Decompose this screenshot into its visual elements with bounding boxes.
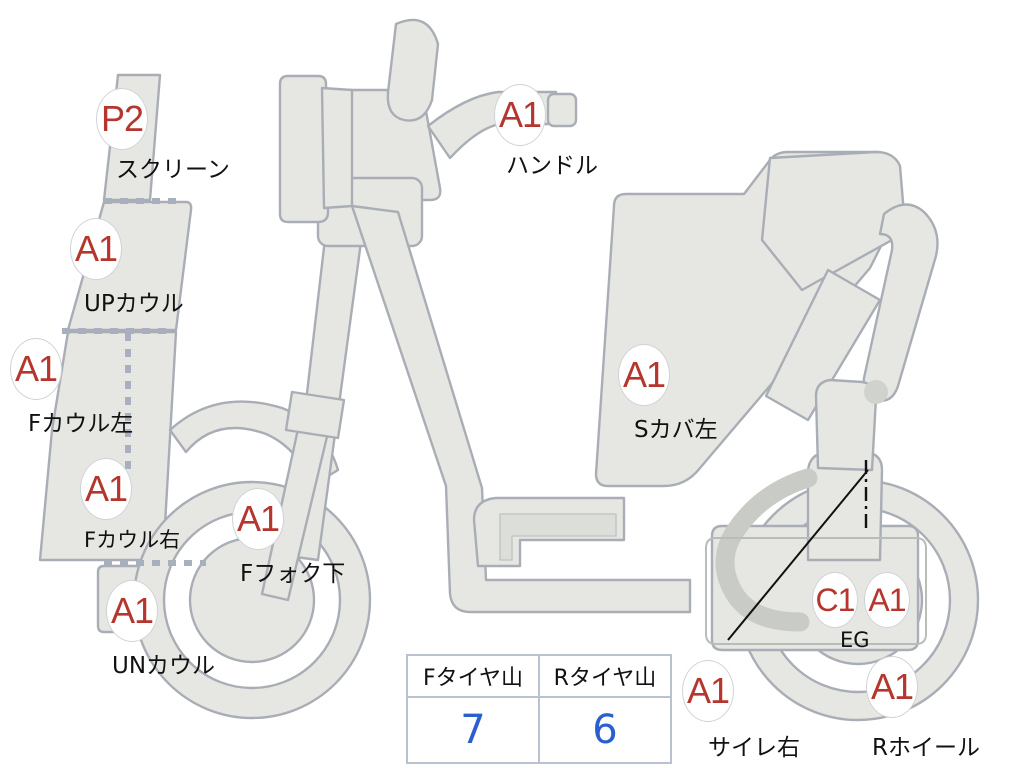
- caption-un-cowl: UNカウル: [112, 653, 216, 679]
- caption-f-fork-low: Fフォク下: [240, 561, 346, 587]
- caption-f-cowl-right: Fカウル右: [84, 528, 181, 552]
- mirror: [386, 18, 440, 122]
- tyre-table-value-front: 7: [406, 696, 540, 764]
- caption-screen: スクリーン: [116, 157, 230, 183]
- tyre-table-value-row: 7 6: [406, 696, 672, 764]
- marker-silencer-right[interactable]: A1: [682, 660, 734, 722]
- marker-handle[interactable]: A1: [494, 84, 546, 146]
- headlight-front: [278, 74, 330, 224]
- caption-s-cover-left: Sカバ左: [634, 417, 718, 443]
- leader-line-silencer: [727, 469, 869, 641]
- caption-silencer-right: サイレ右: [708, 735, 800, 761]
- marker-f-cowl-left[interactable]: A1: [10, 338, 62, 400]
- fork-clamp: [284, 390, 346, 440]
- handlebar-grip: [546, 92, 578, 128]
- exhaust-pipe: [715, 468, 818, 632]
- headlight-bezel: [320, 86, 354, 210]
- caption-up-cowl: UPカウル: [84, 291, 184, 317]
- silencer-body: [705, 537, 927, 645]
- cowl-dividers: [62, 198, 206, 566]
- main-frame: [350, 204, 692, 614]
- marker-engine-c1[interactable]: C1: [812, 572, 858, 628]
- marker-up-cowl[interactable]: A1: [70, 218, 122, 280]
- tyre-tread-table: Fタイヤ山 Rタイヤ山 7 6: [406, 654, 672, 764]
- marker-screen[interactable]: P2: [96, 88, 148, 150]
- rear-fender-arm: [764, 268, 882, 422]
- marker-s-cover-left[interactable]: A1: [618, 344, 670, 406]
- tyre-table-header-rear: Rタイヤ山: [538, 654, 672, 698]
- marker-f-cowl-right[interactable]: A1: [80, 458, 132, 520]
- floor-inner: [499, 513, 617, 561]
- shock-top-mount: [864, 380, 888, 404]
- tyre-table-value-rear: 6: [538, 696, 672, 764]
- caption-rear-wheel: Rホイール: [872, 735, 980, 761]
- caption-f-cowl-left: Fカウル左: [28, 411, 134, 437]
- marker-engine-a1[interactable]: A1: [864, 572, 910, 628]
- marker-rear-wheel[interactable]: A1: [866, 656, 918, 718]
- caption-engine: EG: [840, 628, 870, 652]
- marker-f-fork-low[interactable]: A1: [232, 488, 284, 550]
- marker-un-cowl[interactable]: A1: [106, 580, 158, 642]
- tyre-table-header-front: Fタイヤ山: [406, 654, 540, 698]
- tyre-table-header-row: Fタイヤ山 Rタイヤ山: [406, 654, 672, 698]
- grab-rail: [862, 203, 939, 402]
- caption-handle: ハンドル: [506, 153, 598, 179]
